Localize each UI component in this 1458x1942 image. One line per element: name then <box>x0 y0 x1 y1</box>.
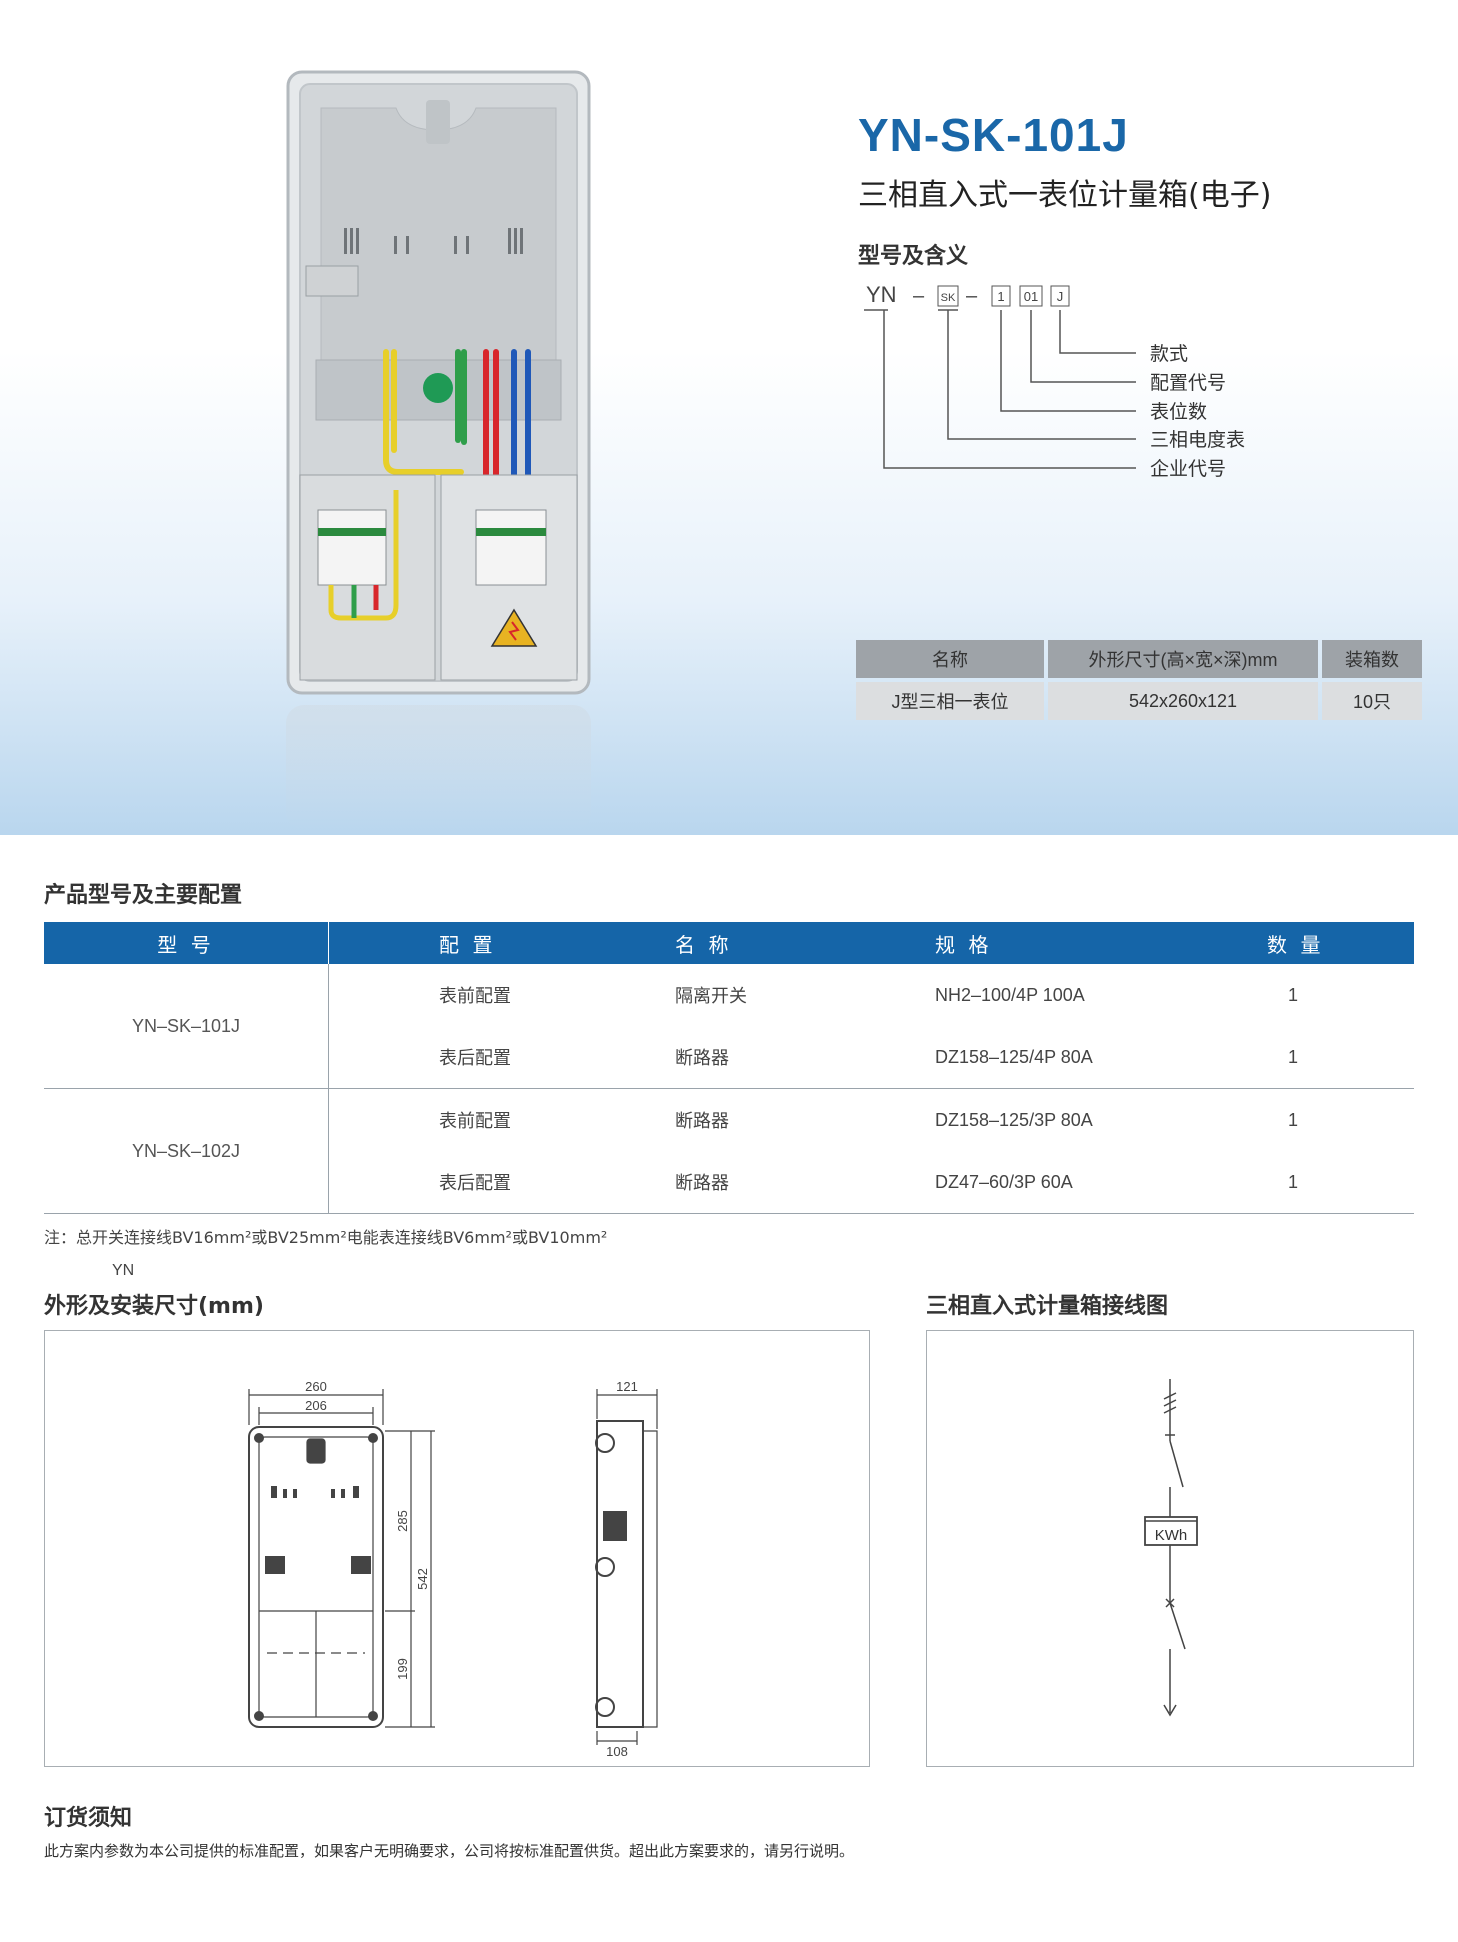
config-header-name: 名 称 <box>674 922 934 964</box>
config-cell: 1 <box>1266 1026 1414 1089</box>
config-model-102j: YN–SK–102J <box>44 1088 329 1214</box>
spec-table: 名称 外形尺寸(高×宽×深)mm 装箱数 J型三相一表位 542x260x121… <box>852 636 1426 724</box>
config-header-qty: 数 量 <box>1266 922 1414 964</box>
code-dash-1: – <box>913 285 925 307</box>
product-reflection <box>286 705 591 830</box>
config-cell: 断路器 <box>674 1151 934 1214</box>
dim-height-bottom: 199 <box>395 1658 410 1680</box>
code-dash-2: – <box>966 285 978 307</box>
table-row: YN–SK–101J 表前配置 隔离开关 NH2–100/4P 100A 1 <box>44 964 1414 1089</box>
meaning-heading: 型号及含义 <box>858 244 969 269</box>
config-cell: 表前配置 <box>439 986 511 1006</box>
wiring-heading: 三相直入式计量箱接线图 <box>926 1294 1169 1319</box>
product-model-title: YN-SK-101J <box>858 109 1129 161</box>
meaning-label-three-phase-meter: 三相电度表 <box>1150 429 1245 451</box>
dim-height-top: 285 <box>395 1510 410 1532</box>
dim-height-total: 542 <box>415 1568 430 1590</box>
dim-depth-bottom: 108 <box>606 1744 628 1759</box>
wiring-diagram: KWh <box>1144 1379 1198 1717</box>
dim-front-inner-width: 206 <box>305 1398 327 1413</box>
config-cell: DZ47–60/3P 60A <box>934 1151 1266 1214</box>
config-cell: 表前配置 <box>439 1111 511 1131</box>
code-01: 01 <box>1024 289 1038 304</box>
meaning-label-meter-count: 表位数 <box>1150 401 1207 423</box>
model-meaning-diagram: YN – SK – 1 01 J 款式 配置代号 表位数 三相电度表 企业代号 <box>864 282 1245 480</box>
spec-header-dimensions: 外形尺寸(高×宽×深)mm <box>1048 640 1318 678</box>
code-yn: YN <box>866 282 897 307</box>
spec-header-name: 名称 <box>856 640 1044 678</box>
kwh-meter-label: KWh <box>1155 1527 1188 1544</box>
config-cell: 1 <box>1288 984 1299 1005</box>
meaning-label-company-code: 企业代号 <box>1150 458 1226 480</box>
spec-cell-dimensions: 542x260x121 <box>1048 682 1318 720</box>
config-cell: 1 <box>1288 1109 1299 1130</box>
product-subtitle: 三相直入式一表位计量箱(电子) <box>858 178 1272 213</box>
config-header-config: 配 置 <box>328 922 674 964</box>
order-heading: 订货须知 <box>44 1806 133 1831</box>
dimensions-heading: 外形及安装尺寸(mm) <box>44 1294 264 1319</box>
config-cell: NH2–100/4P 100A <box>935 984 1085 1005</box>
dimension-drawing-box: 260 206 285 542 199 121 108 <box>44 1330 870 1767</box>
meaning-label-config-code: 配置代号 <box>1150 372 1226 394</box>
code-sk: SK <box>941 292 956 304</box>
wiring-note: 注：总开关连接线BV16mm²或BV25mm²电能表连接线BV6mm²或BV10… <box>44 1228 608 1247</box>
config-header-model: 型 号 <box>44 922 329 964</box>
dim-depth-top: 121 <box>616 1379 638 1394</box>
config-cell: 表后配置 <box>328 1151 674 1214</box>
wiring-note-sub: YN <box>112 1262 135 1279</box>
table-row: YN–SK–102J 表前配置 断路器 DZ158–125/3P 80A 1 <box>44 1088 1414 1214</box>
code-j: J <box>1057 289 1064 304</box>
product-photo <box>286 70 591 695</box>
config-cell: 断路器 <box>675 1111 729 1131</box>
spec-header-packing: 装箱数 <box>1322 640 1422 678</box>
config-cell: 隔离开关 <box>675 986 747 1006</box>
config-cell: DZ158–125/4P 80A <box>934 1026 1266 1089</box>
config-table: 型 号 配 置 名 称 规 格 数 量 YN–SK–101J 表前配置 隔离开关… <box>44 922 1414 1214</box>
spec-cell-name: J型三相一表位 <box>856 682 1044 720</box>
config-header-spec: 规 格 <box>934 922 1266 964</box>
config-model-101j: YN–SK–101J <box>44 964 329 1089</box>
config-cell: 表后配置 <box>328 1026 674 1089</box>
dim-front-outer-width: 260 <box>305 1379 327 1394</box>
wiring-diagram-box: KWh <box>926 1330 1414 1767</box>
meaning-label-style: 款式 <box>1150 343 1188 365</box>
order-notice-text: 此方案内参数为本公司提供的标准配置，如果客户无明确要求，公司将按标准配置供货。超… <box>44 1842 855 1860</box>
config-cell: DZ158–125/3P 80A <box>935 1109 1093 1130</box>
code-one: 1 <box>997 289 1004 304</box>
table-row: 表后配置 断路器 DZ47–60/3P 60A 1 <box>44 1151 1414 1214</box>
spec-cell-packing: 10只 <box>1322 682 1422 720</box>
config-cell: 1 <box>1266 1151 1414 1214</box>
config-heading: 产品型号及主要配置 <box>44 883 243 908</box>
table-row: 表后配置 断路器 DZ158–125/4P 80A 1 <box>44 1026 1414 1089</box>
dimension-drawing: 260 206 285 542 199 121 108 <box>248 1379 658 1759</box>
config-cell: 断路器 <box>674 1026 934 1089</box>
